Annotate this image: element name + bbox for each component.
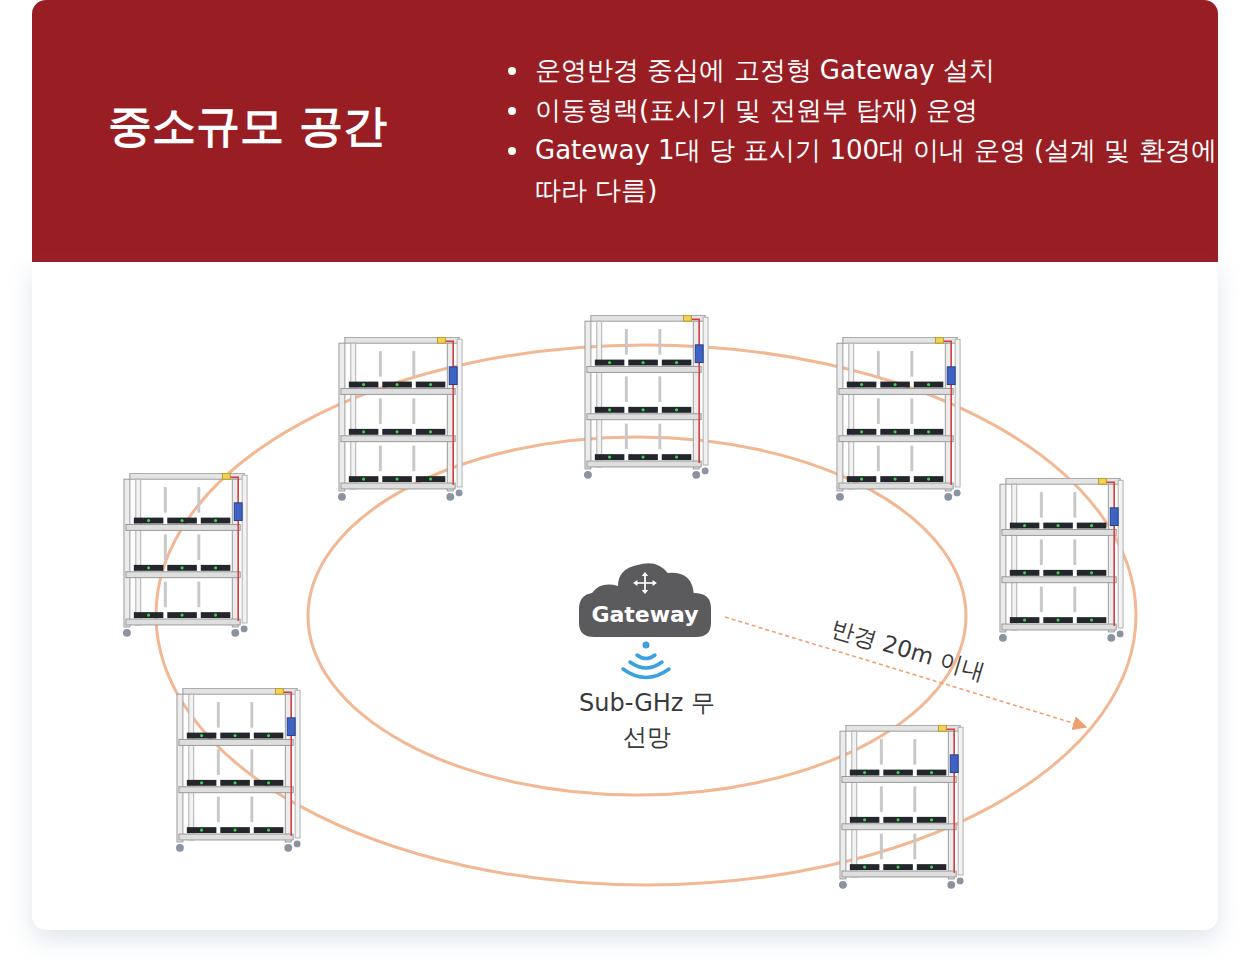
bullet-text: 운영반경 중심에 고정형 Gateway 설치: [531, 50, 1221, 90]
cloud-fill: [579, 563, 711, 637]
network-label: Sub-GHz 무선망: [577, 686, 717, 754]
mobile-rack: [999, 478, 1124, 641]
gateway-cloud: Gateway: [579, 562, 711, 637]
bullet-text: 이동형랙(표시기 및 전원부 탑재) 운영: [531, 90, 1221, 130]
page-title: 중소규모 공간: [108, 96, 387, 156]
outer-range: [156, 345, 1136, 885]
wireless-signal: [623, 642, 669, 678]
move-icon: [633, 572, 657, 594]
gateway-label: Gateway: [591, 601, 698, 629]
inner-range: [308, 437, 966, 795]
mobile-rack: [836, 337, 961, 500]
mobile-rack: [176, 688, 301, 851]
mobile-rack: [839, 725, 964, 888]
mobile-rack: [123, 473, 248, 636]
mobile-rack: [338, 337, 463, 500]
mobile-rack: [584, 315, 709, 478]
bullet-list: 운영반경 중심에 고정형 Gateway 설치이동형랙(표시기 및 전원부 탑재…: [505, 50, 1221, 210]
bullet-text: Gateway 1대 당 표시기 100대 이내 운영 (설계 및 환경에 따라…: [531, 130, 1221, 210]
